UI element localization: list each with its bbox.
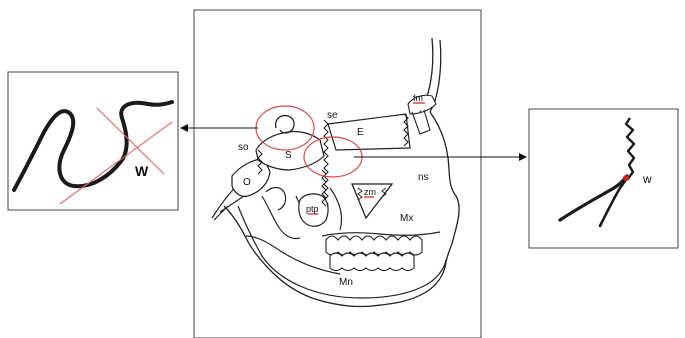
right-panel-frame [529, 109, 678, 248]
label-mn: Mn [339, 277, 353, 288]
label-zm: zm [364, 187, 376, 197]
arrowhead-left [180, 124, 188, 132]
label-ptp: ptp [306, 204, 319, 214]
arrowhead-right [519, 153, 527, 161]
label-ns: ns [418, 172, 429, 183]
label-w-right: w [642, 172, 652, 186]
label-w-left: W [135, 163, 149, 179]
left-panel-frame [8, 72, 178, 210]
left-zoom-panel: W [8, 72, 178, 210]
label-se: se [327, 110, 338, 121]
main-diagram: se so S O E fm ns zm Mx ptp Mn [180, 10, 527, 338]
right-zoom-panel: w [529, 109, 678, 248]
label-s: S [285, 150, 292, 161]
right-zoom-w-marker [623, 175, 629, 181]
label-fm: fm [413, 93, 423, 103]
teeth-row [326, 236, 422, 271]
label-mx: Mx [400, 213, 413, 224]
label-o: O [243, 177, 251, 188]
label-e: E [357, 127, 364, 138]
label-so: so [238, 142, 249, 153]
